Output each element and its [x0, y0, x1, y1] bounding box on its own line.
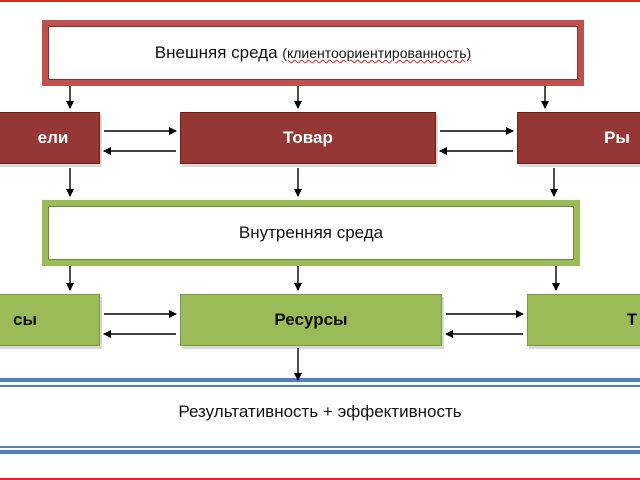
frame-top-line	[0, 0, 640, 2]
processes-label: сы	[13, 310, 37, 329]
technology-box: Т	[527, 294, 640, 346]
result-band-bottom-thin	[0, 446, 640, 448]
goals-label: ели	[37, 128, 69, 147]
result-band-bottom	[0, 450, 640, 454]
processes-box: сы	[0, 294, 100, 346]
goals-box: ели	[0, 112, 100, 164]
internal-environment-label: Внутренняя среда	[238, 223, 384, 242]
result-label: Результативность + эффективность	[178, 402, 462, 421]
resources-label: Ресурсы	[274, 310, 348, 329]
external-environment-label: Внешняя среда	[154, 43, 278, 62]
external-environment-note: (клиентоориентированность)	[282, 45, 472, 61]
frame-bottom-line	[0, 478, 640, 480]
external-environment-box: Внешняя среда (клиентоориентированность)	[42, 20, 584, 86]
resources-box: Ресурсы	[180, 294, 442, 346]
product-box: Товар	[180, 112, 436, 164]
market-label: Ры	[604, 128, 630, 147]
technology-label: Т	[626, 310, 638, 329]
market-box: Ры	[517, 112, 640, 164]
result-band-top	[0, 378, 640, 382]
internal-environment-box: Внутренняя среда	[42, 200, 580, 266]
product-label: Товар	[283, 128, 333, 147]
result-band-top-thin	[0, 385, 640, 387]
